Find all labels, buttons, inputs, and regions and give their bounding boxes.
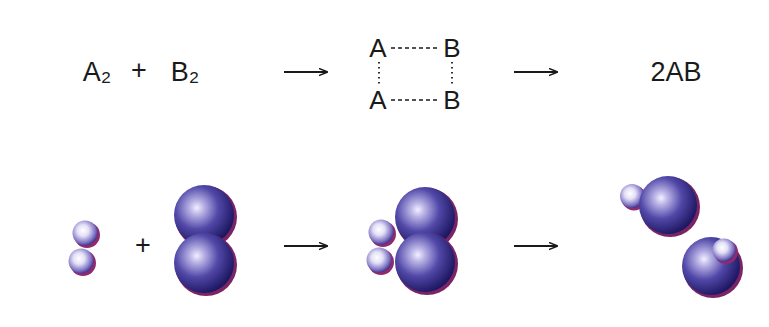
formula-label: 2AB — [650, 59, 701, 86]
atom-label: A — [369, 35, 386, 61]
plus-sign: + — [131, 57, 147, 84]
a2-molecule — [69, 221, 101, 277]
activated-complex — [367, 187, 459, 295]
ab-molecule — [620, 176, 700, 237]
b2-molecule — [174, 185, 237, 296]
atom-label: A — [369, 87, 386, 113]
atom-label: B — [443, 87, 460, 113]
partial-bond — [391, 48, 440, 100]
ab-molecule — [682, 237, 743, 298]
reaction-arrow — [284, 72, 557, 73]
partial-bond — [379, 62, 452, 87]
formula-label: A₂ — [83, 59, 112, 86]
formula-label: B₂ — [171, 59, 200, 86]
atom-label: B — [443, 35, 460, 61]
plus-sign: + — [135, 232, 151, 259]
